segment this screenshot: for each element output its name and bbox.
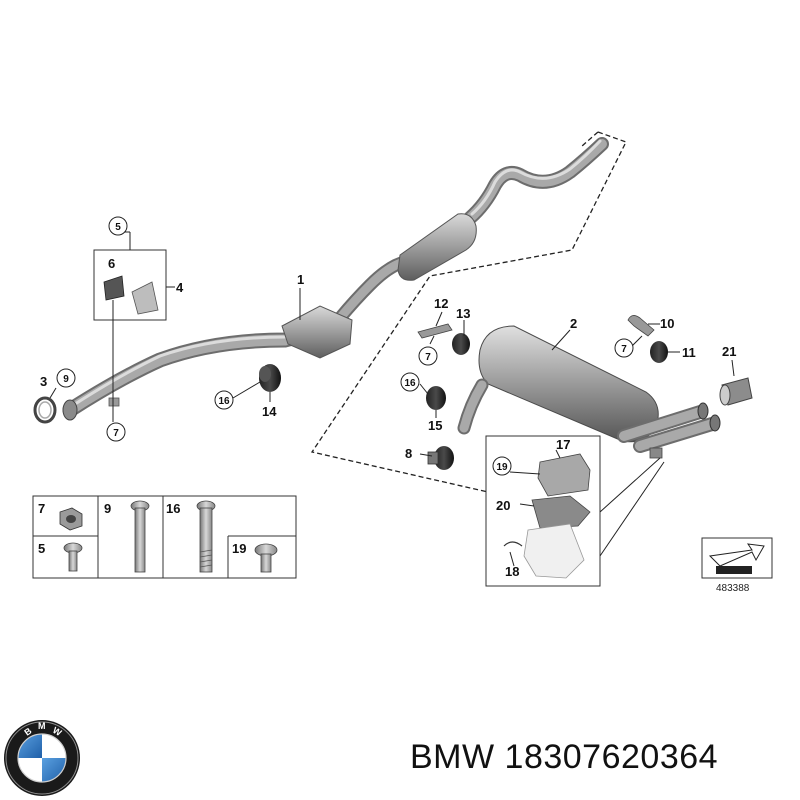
callout-20: 20 bbox=[496, 498, 510, 513]
rubber-mount-14 bbox=[259, 364, 281, 392]
callout-3: 3 bbox=[40, 374, 47, 389]
part-number: 18307620364 bbox=[504, 738, 719, 776]
bmw-logo: B M W bbox=[4, 720, 80, 796]
clamp bbox=[33, 396, 57, 424]
leader-lines bbox=[49, 231, 735, 567]
callout-15: 15 bbox=[428, 418, 442, 433]
bracket-12 bbox=[417, 323, 453, 339]
svg-text:M: M bbox=[38, 721, 46, 731]
rear-silencer bbox=[457, 325, 721, 459]
part-title: BMW 18307620364 bbox=[410, 738, 718, 777]
bracket-10 bbox=[627, 315, 655, 337]
brand-name: BMW bbox=[410, 738, 495, 776]
svg-text:7: 7 bbox=[38, 501, 45, 516]
svg-text:9: 9 bbox=[104, 501, 111, 516]
callout-10: 10 bbox=[660, 316, 674, 331]
callout-19: 19 bbox=[492, 456, 512, 476]
tailpipe-trim-21 bbox=[719, 377, 753, 406]
legend-bolt-9: 9 bbox=[104, 500, 150, 573]
callout-14: 14 bbox=[262, 404, 277, 419]
svg-text:B: B bbox=[22, 725, 33, 737]
callout-7-mid: 7 bbox=[418, 346, 438, 366]
mount-8 bbox=[427, 446, 454, 470]
fastener-legend: 7 5 9 16 19 bbox=[32, 495, 297, 579]
callout-6: 6 bbox=[108, 256, 115, 271]
callout-16-left: 16 bbox=[214, 390, 234, 410]
callout-11: 11 bbox=[682, 345, 696, 360]
rear-assembly-dashed-outline bbox=[310, 131, 627, 493]
legend-bolt-5: 5 bbox=[38, 541, 83, 572]
direction-arrow-box bbox=[701, 537, 773, 579]
callout-13: 13 bbox=[456, 306, 470, 321]
callout-18: 18 bbox=[505, 564, 519, 579]
legend-bolt-19: 19 bbox=[232, 541, 278, 573]
svg-text:7: 7 bbox=[621, 344, 627, 355]
diagram-reference-number: 483388 bbox=[716, 583, 750, 594]
callout-9: 9 bbox=[56, 368, 76, 388]
svg-text:5: 5 bbox=[38, 541, 45, 556]
callout-16-mid: 16 bbox=[400, 372, 420, 392]
svg-text:9: 9 bbox=[63, 374, 69, 385]
callout-12: 12 bbox=[434, 296, 448, 311]
callout-7-right: 7 bbox=[614, 338, 634, 358]
svg-text:16: 16 bbox=[166, 501, 180, 516]
svg-text:19: 19 bbox=[232, 541, 246, 556]
rubber-mount-11 bbox=[650, 341, 668, 363]
legend-nut-7: 7 bbox=[38, 501, 83, 531]
callout-1: 1 bbox=[297, 272, 304, 287]
callouts: 5 9 7 16 7 16 7 19 1 bbox=[40, 216, 736, 579]
detail-box bbox=[485, 435, 665, 587]
svg-text:16: 16 bbox=[218, 396, 230, 407]
callout-5-top: 5 bbox=[108, 216, 128, 236]
legend-bolt-16: 16 bbox=[166, 500, 216, 573]
svg-text:16: 16 bbox=[404, 378, 416, 389]
callout-8: 8 bbox=[405, 446, 412, 461]
front-pipe bbox=[62, 137, 609, 421]
callout-7-left: 7 bbox=[106, 422, 126, 442]
svg-text:7: 7 bbox=[113, 428, 119, 439]
callout-17: 17 bbox=[556, 437, 570, 452]
hanger-box bbox=[93, 249, 175, 321]
callout-2: 2 bbox=[570, 316, 577, 331]
svg-text:7: 7 bbox=[425, 352, 431, 363]
rubber-mount-15 bbox=[426, 386, 446, 410]
rubber-mount-13 bbox=[452, 333, 470, 355]
svg-text:5: 5 bbox=[115, 222, 121, 233]
svg-text:19: 19 bbox=[496, 462, 508, 473]
callout-4: 4 bbox=[176, 280, 184, 295]
callout-21: 21 bbox=[722, 344, 736, 359]
